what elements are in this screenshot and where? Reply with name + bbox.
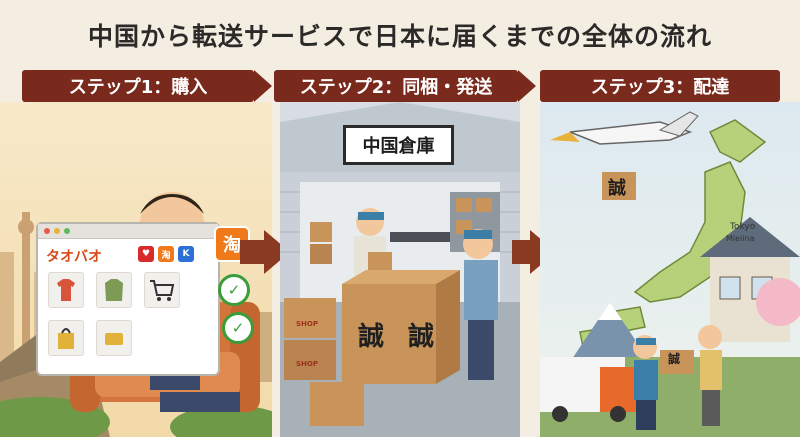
tmall-logo-icon: ♥ [138, 246, 154, 262]
site-brand: タオバオ [46, 249, 102, 265]
taobao-mini-logo-icon: 淘 [158, 246, 174, 262]
map-label-mieiina: Mieiina [726, 234, 755, 243]
shop-label-2: SHOP [296, 360, 318, 368]
close-dot-icon [44, 228, 50, 234]
cart-icon [150, 280, 175, 301]
step-1-panel: タオバオ ♥ 淘 K 淘 ✓ ✓ [0, 102, 272, 437]
map-label-tokyo: Tokyo [730, 222, 756, 232]
tshirt-icon [57, 279, 75, 301]
page-title: 中国から転送サービスで日本に届くまでの全体の流れ [87, 22, 712, 51]
screen-title-bar [38, 224, 218, 239]
cart-tile[interactable] [144, 272, 180, 308]
arrow-2-shaft [512, 240, 532, 264]
box-label-1: 誠 [358, 322, 385, 352]
maximize-dot-icon [64, 228, 70, 234]
step-2-arrow-icon [518, 70, 536, 102]
step-3-bar: ステップ3：配達 [540, 70, 780, 102]
step-3-panel: 誠 Tokyo Mieiina 誠 [540, 102, 800, 437]
warehouse-illustration [280, 102, 520, 437]
wallet-product-tile[interactable] [96, 320, 132, 356]
step-1-label: ステップ1：購入 [68, 77, 208, 98]
k-logo-icon: K [178, 246, 194, 262]
tshirt-product-tile[interactable] [48, 272, 84, 308]
jacket-product-tile[interactable] [96, 272, 132, 308]
warehouse-sign: 中国倉庫 [343, 125, 454, 165]
arrow-1-shaft [240, 240, 266, 264]
step-3-label: ステップ3：配達 [590, 77, 730, 98]
japan-map-illustration [540, 111, 800, 437]
step-2-bar: ステップ2：同梱・発送 [274, 70, 518, 102]
step-1-arrow-icon [254, 70, 272, 102]
check-icon-2: ✓ [222, 312, 254, 344]
bag-product-tile[interactable] [48, 320, 84, 356]
step-2-panel: 中国倉庫 誠 誠 SHOP SHOP [280, 102, 520, 437]
minimize-dot-icon [54, 228, 60, 234]
wallet-icon [105, 333, 123, 345]
step-1-bar: ステップ1：購入 [22, 70, 254, 102]
bag-icon [58, 328, 74, 349]
step-2-label: ステップ2：同梱・発送 [299, 77, 493, 98]
jacket-icon [105, 279, 123, 301]
check-icon-1: ✓ [218, 274, 250, 306]
box-label-2: 誠 [408, 322, 435, 352]
shopping-screen: タオバオ ♥ 淘 K [36, 222, 220, 376]
parcel-label: 誠 [608, 178, 626, 199]
small-box-label: 誠 [668, 352, 681, 366]
shop-label-1: SHOP [296, 320, 318, 328]
